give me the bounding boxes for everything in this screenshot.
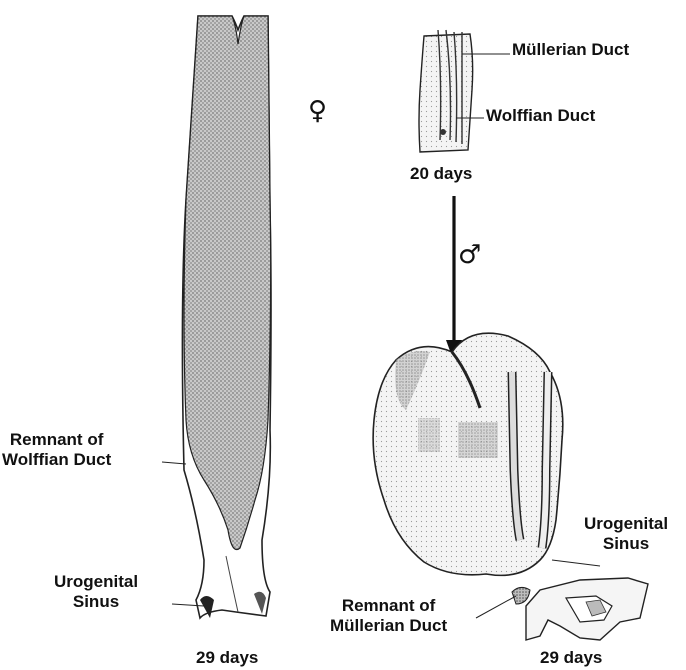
label-remnant-of-mullerian-duct-text: Remnant of Müllerian Duct: [330, 596, 447, 636]
embryo-20-days-illustration: [419, 30, 510, 152]
label-remnant-of-mullerian-duct: Remnant of Müllerian Duct: [330, 596, 447, 636]
label-age-29-days-right: 29 days: [540, 648, 602, 668]
label-age-29-days-left: 29 days: [196, 648, 258, 668]
label-urogenital-sinus-right: Urogenital Sinus: [584, 514, 668, 554]
label-urogenital-sinus-left-text: Urogenital Sinus: [54, 572, 138, 612]
label-urogenital-sinus-right-text: Urogenital Sinus: [584, 514, 668, 554]
male-tract-illustration: [373, 333, 648, 640]
male-symbol: ♂: [458, 240, 481, 270]
label-remnant-of-wolffian-duct-text: Remnant of Wolffian Duct: [2, 430, 111, 470]
female-symbol: ♀: [308, 96, 327, 126]
label-remnant-of-wolffian-duct: Remnant of Wolffian Duct: [2, 430, 111, 470]
development-arrow: [446, 196, 462, 362]
label-mullerian-duct: Müllerian Duct: [512, 40, 629, 60]
label-age-20-days: 20 days: [410, 164, 472, 184]
label-wolffian-duct: Wolffian Duct: [486, 106, 595, 126]
label-urogenital-sinus-left: Urogenital Sinus: [54, 572, 138, 612]
female-tract-illustration: [162, 16, 271, 618]
